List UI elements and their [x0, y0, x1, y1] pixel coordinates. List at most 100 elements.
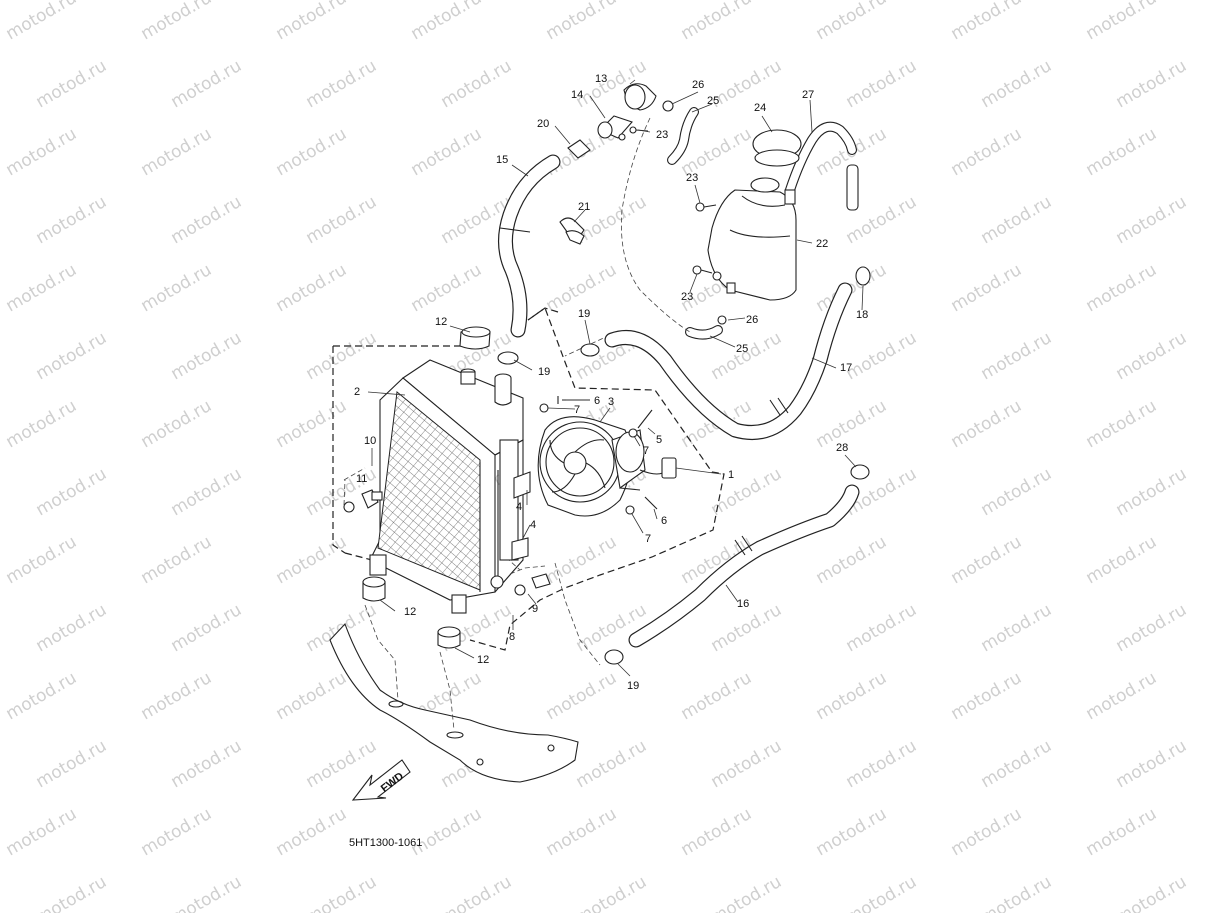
callout-19-low: 19	[627, 680, 639, 692]
watermark-text: motod.ru	[138, 668, 216, 724]
watermark-text: motod.ru	[843, 872, 921, 913]
hoses	[498, 107, 860, 648]
watermark-text: motod.ru	[708, 736, 786, 792]
watermark-text: motod.ru	[33, 736, 111, 792]
watermark-text: motod.ru	[438, 872, 516, 913]
watermark-text: motod.ru	[543, 0, 621, 44]
watermark-text: motod.ru	[543, 668, 621, 724]
watermark-text: motod.ru	[678, 804, 756, 860]
watermark-text: motod.ru	[3, 668, 81, 724]
watermark-text: motod.ru	[678, 0, 756, 44]
watermark-text: motod.ru	[138, 260, 216, 316]
watermark-text: motod.ru	[543, 804, 621, 860]
watermark-text: motod.ru	[708, 872, 786, 913]
callout-12-top: 12	[435, 316, 447, 328]
callout-19-top: 19	[578, 308, 590, 320]
watermark-text: motod.ru	[273, 124, 351, 180]
watermark-text: motod.ru	[3, 260, 81, 316]
watermark-text: motod.ru	[948, 124, 1026, 180]
callout-26-low: 26	[746, 314, 758, 326]
watermark-text: motod.ru	[1083, 124, 1161, 180]
watermark-text: motod.ru	[1113, 56, 1191, 112]
watermark-text: motod.ru	[3, 532, 81, 588]
callout-3: 3	[608, 396, 614, 408]
watermark-text: motod.ru	[948, 668, 1026, 724]
callout-7-mid: 7	[643, 445, 649, 457]
watermark-text: motod.ru	[408, 804, 486, 860]
callout-23-top: 23	[656, 129, 668, 141]
callout-16: 16	[737, 598, 749, 610]
watermark-text: motod.ru	[978, 328, 1056, 384]
watermark-text: motod.ru	[1083, 668, 1161, 724]
callout-19-mid: 19	[538, 366, 550, 378]
watermark-text: motod.ru	[813, 396, 891, 452]
callout-23-low: 23	[681, 291, 693, 303]
watermark-text: motod.ru	[138, 532, 216, 588]
temperature-switch-parts	[343, 467, 551, 596]
watermark-text: motod.ru	[813, 0, 891, 44]
watermark-text: motod.ru	[408, 124, 486, 180]
callout-4-top: 4	[516, 501, 522, 513]
watermark-text: motod.ru	[138, 396, 216, 452]
watermark-text: motod.ru	[303, 192, 381, 248]
callout-10: 10	[364, 435, 376, 447]
watermark-text: motod.ru	[843, 56, 921, 112]
watermark-text: motod.ru	[438, 56, 516, 112]
watermark-text: motod.ru	[3, 0, 81, 44]
watermark-text: motod.ru	[1113, 328, 1191, 384]
callout-1: 1	[728, 469, 734, 481]
callout-14: 14	[571, 89, 583, 101]
watermark-text: motod.ru	[303, 56, 381, 112]
watermark-text: motod.ru	[408, 260, 486, 316]
watermark-text: motod.ru	[33, 600, 111, 656]
watermark-text: motod.ru	[1083, 396, 1161, 452]
watermark-text: motod.ru	[138, 0, 216, 44]
watermark-text: motod.ru	[843, 328, 921, 384]
watermark-text: motod.ru	[708, 464, 786, 520]
watermark-text: motod.ru	[303, 872, 381, 913]
callout-26-top: 26	[692, 79, 704, 91]
watermark-text: motod.ru	[3, 804, 81, 860]
thermostat-fittings	[567, 83, 674, 159]
watermark-text: motod.ru	[813, 532, 891, 588]
callout-27: 27	[802, 89, 814, 101]
watermark-text: motod.ru	[978, 464, 1056, 520]
watermark-text: motod.ru	[138, 124, 216, 180]
callout-13: 13	[595, 73, 607, 85]
callout-22: 22	[816, 238, 828, 250]
callout-2: 2	[354, 386, 360, 398]
callout-21: 21	[578, 201, 590, 213]
callout-25-low: 25	[736, 343, 748, 355]
diagram-reference-code: 5HT1300-1061	[349, 837, 422, 849]
callout-15: 15	[496, 154, 508, 166]
callout-9: 9	[532, 603, 538, 615]
watermark-text: motod.ru	[33, 872, 111, 913]
watermark-text: motod.ru	[168, 328, 246, 384]
watermark-text: motod.ru	[1083, 0, 1161, 44]
watermark-text: motod.ru	[978, 56, 1056, 112]
watermark-text: motod.ru	[948, 260, 1026, 316]
callout-25-top: 25	[707, 95, 719, 107]
callout-5: 5	[656, 434, 662, 446]
watermark-text: motod.ru	[1083, 804, 1161, 860]
callout-labels: 13 14 20 15 23 26 25 24 27 23 21 22 23 1…	[354, 73, 868, 692]
watermark-text: motod.ru	[1083, 532, 1161, 588]
watermark-text: motod.ru	[573, 600, 651, 656]
watermark-text: motod.ru	[843, 736, 921, 792]
callout-8: 8	[509, 631, 515, 643]
watermark-text: motod.ru	[978, 192, 1056, 248]
watermark-text: motod.ru	[1083, 260, 1161, 316]
callout-17: 17	[840, 362, 852, 374]
watermark-text: motod.ru	[408, 0, 486, 44]
callout-12-low: 12	[477, 654, 489, 666]
watermark-text: motod.ru	[813, 804, 891, 860]
fan-assembly	[511, 396, 677, 561]
watermark-text: motod.ru	[168, 872, 246, 913]
watermark-text: motod.ru	[168, 600, 246, 656]
watermark-text: motod.ru	[33, 464, 111, 520]
watermark-text: motod.ru	[3, 396, 81, 452]
watermark-text: motod.ru	[843, 600, 921, 656]
hose-clamps	[497, 217, 871, 665]
assembly-outlines	[332, 307, 725, 666]
